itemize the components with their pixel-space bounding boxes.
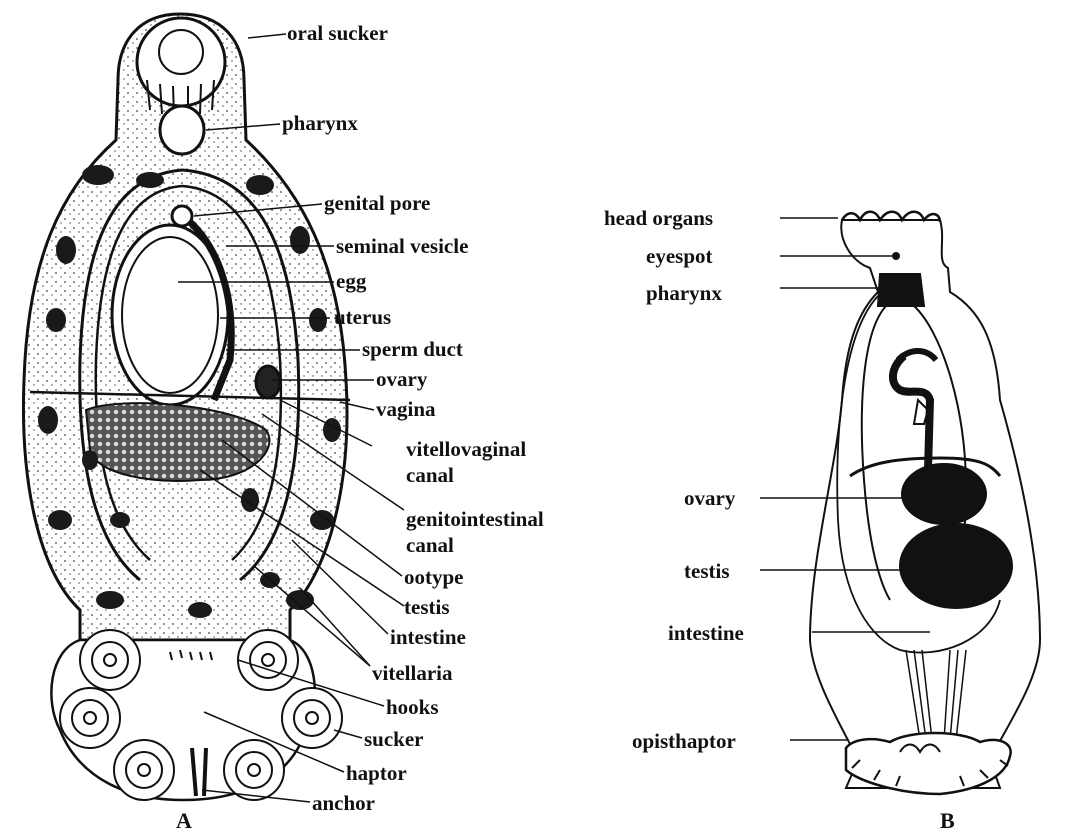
label-vagina: vagina bbox=[376, 398, 436, 420]
label-sperm-duct: sperm duct bbox=[362, 338, 463, 360]
label-intestine-a: intestine bbox=[390, 626, 466, 648]
label-seminal-vesicle: seminal vesicle bbox=[336, 235, 468, 257]
label-head-organs: head organs bbox=[604, 207, 713, 229]
pharynx-b bbox=[878, 274, 924, 306]
caption-a: A bbox=[176, 808, 192, 834]
ovary-a bbox=[256, 366, 280, 398]
testis-b bbox=[900, 524, 1012, 608]
label-ovary-a: ovary bbox=[376, 368, 427, 390]
label-pharynx-b: pharynx bbox=[646, 282, 722, 304]
label-vitellovaginal-2: canal bbox=[406, 464, 454, 486]
label-uterus: uterus bbox=[334, 306, 391, 328]
label-hooks: hooks bbox=[386, 696, 439, 718]
label-testis-b: testis bbox=[684, 560, 730, 582]
eyespot-b bbox=[893, 253, 899, 259]
label-haptor: haptor bbox=[346, 762, 407, 784]
label-intestine-b: intestine bbox=[668, 622, 744, 644]
label-vitellaria: vitellaria bbox=[372, 662, 452, 684]
label-ootype: ootype bbox=[404, 566, 464, 588]
label-ovary-b: ovary bbox=[684, 487, 735, 509]
label-opisthaptor: opisthaptor bbox=[632, 730, 736, 752]
label-genital-pore: genital pore bbox=[324, 192, 430, 214]
label-testis-a: testis bbox=[404, 596, 450, 618]
pharynx-a bbox=[160, 106, 204, 154]
caption-b: B bbox=[940, 808, 955, 834]
label-oral-sucker: oral sucker bbox=[287, 22, 388, 44]
label-anchor: anchor bbox=[312, 792, 375, 814]
ovary-b bbox=[902, 464, 986, 524]
label-vitellovaginal-1: vitellovaginal bbox=[406, 438, 526, 460]
label-genitointestinal-1: genitointestinal bbox=[406, 508, 544, 530]
label-genitointestinal-2: canal bbox=[406, 534, 454, 556]
label-egg: egg bbox=[336, 270, 366, 292]
figure-b-drawing bbox=[810, 212, 1040, 794]
label-pharynx-a: pharynx bbox=[282, 112, 358, 134]
genital-pore-a bbox=[172, 206, 192, 226]
label-sucker: sucker bbox=[364, 728, 424, 750]
label-eyespot: eyespot bbox=[646, 245, 713, 267]
